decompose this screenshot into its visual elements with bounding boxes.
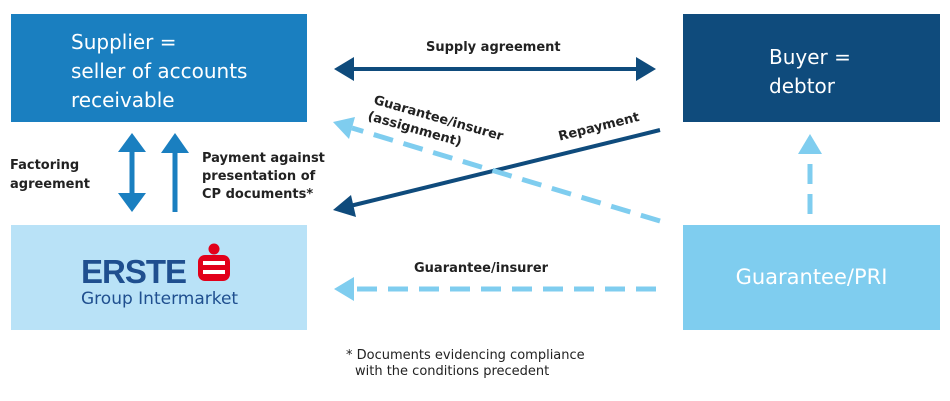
footnote-line-1: * Documents evidencing compliance [346, 348, 585, 363]
guarantee-assignment-arrow [333, 117, 661, 224]
factoring-label-2: agreement [10, 177, 90, 192]
guarantor-box: Guarantee/PRI [683, 225, 940, 330]
payment-arrow [161, 133, 189, 212]
buyer-box: Buyer = debtor [683, 14, 940, 122]
erste-box: ERSTE Group Intermarket [11, 225, 307, 330]
payment-label-2: presentation of [202, 169, 316, 184]
guarantor-to-buyer-arrow [798, 134, 822, 214]
guarantee-insurer-arrow [334, 277, 656, 301]
supplier-box: Supplier = seller of accounts receivable [11, 14, 307, 122]
erste-brand: ERSTE [81, 253, 187, 290]
supplier-line-1: Supplier = [71, 30, 177, 54]
guarantor-label: Guarantee/PRI [735, 265, 888, 289]
factoring-agreement-arrow [118, 133, 146, 212]
guarantee-insurer-label: Guarantee/insurer [414, 261, 549, 276]
supplier-line-3: receivable [71, 88, 175, 112]
supplier-line-2: seller of accounts [71, 59, 248, 83]
supply-agreement-arrow [334, 57, 656, 81]
payment-label-3: CP documents* [202, 187, 314, 202]
erste-subtitle: Group Intermarket [81, 289, 239, 309]
repayment-arrow [333, 128, 661, 217]
payment-label-1: Payment against [202, 151, 325, 166]
factoring-label-1: Factoring [10, 158, 80, 173]
sparkasse-s-icon [198, 243, 230, 281]
supply-agreement-label: Supply agreement [426, 40, 561, 55]
footnote: * Documents evidencing compliance with t… [346, 348, 585, 380]
buyer-line-1: Buyer = [769, 45, 851, 69]
footnote-line-2: with the conditions precedent [355, 364, 550, 379]
buyer-line-2: debtor [769, 74, 835, 98]
